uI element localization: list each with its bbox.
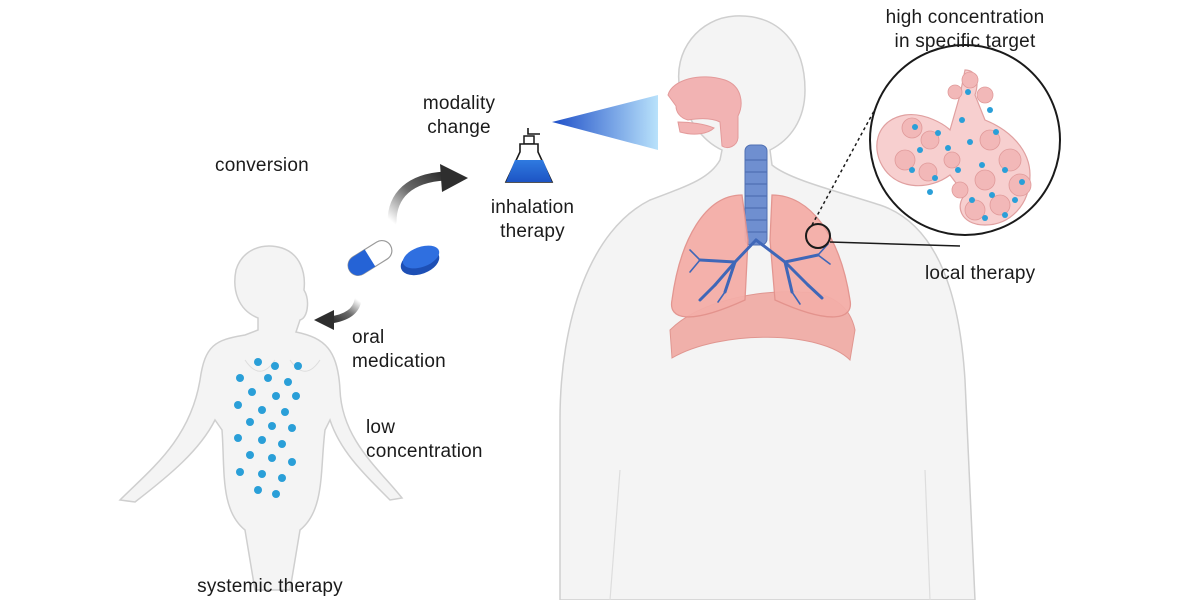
conversion-arrow [387,164,468,227]
label-low-concentration: low concentration [366,417,483,462]
small-body-figure [118,245,404,591]
label-high-concentration: high concentration in specific target [885,7,1045,52]
capsule-pill [347,239,393,277]
alveoli-zoom [869,44,1061,236]
large-body-figure [559,15,976,600]
inhaler-icon [504,128,554,183]
label-modality-change: modality change [422,93,496,138]
label-inhalation-therapy: inhalation therapy [490,197,575,242]
tablet-pill [400,245,440,276]
label-local-therapy: local therapy [925,263,1036,284]
label-systemic-therapy: systemic therapy [197,576,343,597]
spray-cone [552,95,658,150]
label-oral-medication: oral medication [352,327,446,372]
oral-arrow [314,296,362,330]
label-conversion: conversion [215,155,309,176]
